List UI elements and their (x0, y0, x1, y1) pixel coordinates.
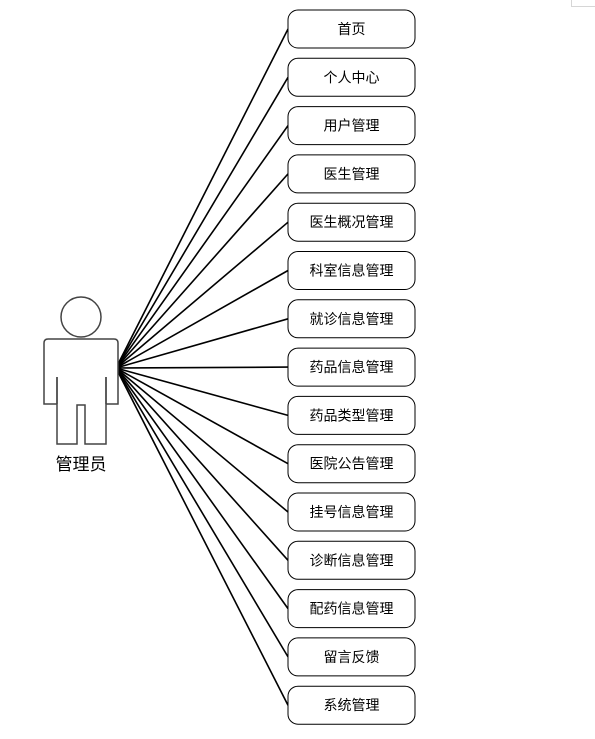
function-node: 挂号信息管理 (287, 492, 416, 532)
function-node-label: 科室信息管理 (310, 263, 394, 280)
connector-line (115, 367, 289, 513)
function-node-box (287, 637, 416, 677)
function-node: 就诊信息管理 (287, 299, 416, 339)
function-node-label: 医生概况管理 (310, 215, 394, 231)
function-node-label: 首页 (338, 22, 366, 38)
function-node-box (287, 57, 416, 97)
function-node-label: 医生管理 (324, 167, 380, 183)
function-node: 用户管理 (287, 106, 416, 146)
connector-line (115, 76, 289, 369)
connector-line (115, 269, 289, 369)
connector-line (115, 173, 289, 369)
function-node-box (287, 9, 416, 49)
function-node-label: 药品信息管理 (310, 359, 394, 376)
connector-line (115, 367, 289, 561)
function-node: 医生概况管理 (287, 202, 416, 242)
function-node-label: 诊断信息管理 (310, 552, 394, 569)
function-node: 医生管理 (287, 154, 416, 194)
connector-line (115, 367, 289, 658)
function-node: 配药信息管理 (287, 589, 416, 629)
function-node: 首页 (287, 9, 416, 49)
function-node-box (287, 395, 416, 435)
function-node-box (287, 299, 416, 339)
connector-group (115, 28, 289, 706)
actor-body (43, 338, 119, 445)
function-node-group: 首页个人中心用户管理医生管理医生概况管理科室信息管理就诊信息管理药品信息管理药品… (287, 9, 416, 725)
connector-line (115, 28, 289, 369)
function-node-box (287, 540, 416, 580)
connector-line (115, 367, 289, 706)
function-node-label: 配药信息管理 (310, 601, 394, 618)
function-node: 诊断信息管理 (287, 540, 416, 580)
function-node-label: 就诊信息管理 (310, 311, 394, 328)
function-node-box (287, 685, 416, 725)
actor-label: 管理员 (56, 455, 107, 475)
function-node-label: 挂号信息管理 (310, 504, 394, 521)
connector-line (115, 367, 289, 610)
function-node-box (287, 347, 416, 387)
page-corner-mark (571, 0, 595, 7)
function-node: 系统管理 (287, 685, 416, 725)
function-node-label: 留言反馈 (324, 650, 380, 666)
function-node-box (287, 251, 416, 290)
function-node: 药品类型管理 (287, 395, 416, 435)
function-node-box (287, 444, 416, 484)
connector-line (115, 125, 289, 369)
connector-line (115, 221, 289, 369)
actor-figure: 管理员 (43, 296, 119, 475)
function-node-label: 用户管理 (324, 118, 380, 135)
connector-line (115, 318, 289, 369)
actor-head (60, 296, 102, 338)
function-node: 科室信息管理 (287, 251, 416, 290)
function-node: 医院公告管理 (287, 444, 416, 484)
function-node-label: 医院公告管理 (310, 457, 394, 473)
function-node: 药品信息管理 (287, 347, 416, 387)
connector-line (115, 367, 289, 417)
function-node-label: 个人中心 (324, 70, 380, 86)
connector-line (115, 367, 289, 465)
function-node-label: 系统管理 (324, 698, 380, 714)
function-node-box (287, 589, 416, 629)
function-node: 留言反馈 (287, 637, 416, 677)
function-node-box (287, 202, 416, 242)
function-node: 个人中心 (287, 57, 416, 97)
function-node-box (287, 154, 416, 194)
connector-line (115, 366, 289, 369)
function-node-box (287, 492, 416, 532)
function-node-label: 药品类型管理 (310, 408, 394, 424)
function-node-box (287, 106, 416, 146)
